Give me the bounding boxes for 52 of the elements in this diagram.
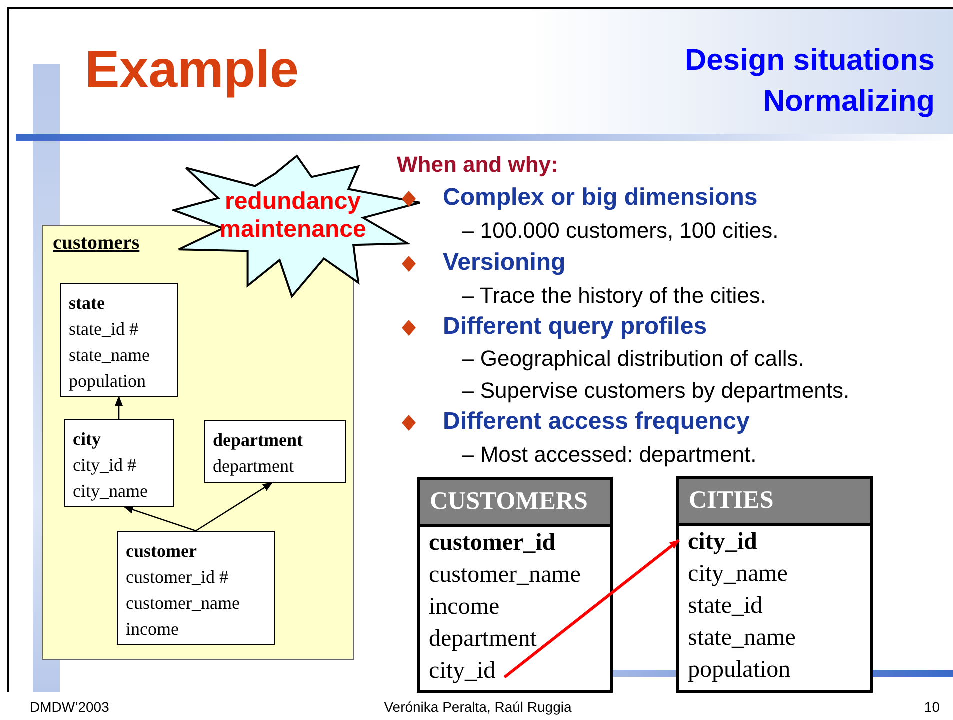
section-heading: When and why:: [397, 152, 558, 178]
column-name: city_id: [420, 655, 505, 687]
attribute-text: customer_id #: [126, 566, 230, 589]
table-header: CITIES: [679, 479, 870, 526]
bullet-heading: Complex or big dimensions: [443, 184, 758, 212]
arrow: [504, 539, 680, 679]
column-name: population: [687, 656, 792, 685]
entity-box: [204, 420, 346, 483]
entity-name: department: [213, 429, 304, 452]
slide-subtitle: Design situations Normalizing: [684, 43, 935, 120]
bullet-heading: Different access frequency: [443, 408, 750, 436]
group-title: customers: [53, 232, 140, 255]
bullet-text: – Geographical distribution of calls.: [462, 346, 804, 372]
attribute-text: city_id #: [73, 454, 138, 477]
table-box: [417, 477, 613, 693]
entity-name: customer: [126, 540, 198, 563]
column-name: city_name: [687, 560, 789, 589]
footer-text: DMDW’2003: [30, 699, 110, 715]
arrow: [196, 482, 273, 532]
page-number: 10: [924, 699, 940, 715]
arrow: [115, 396, 123, 419]
attribute-text: state_name: [69, 344, 151, 367]
footer-author: Verónika Peralta, Raúl Ruggia: [384, 699, 572, 715]
attribute-text: department: [213, 455, 295, 478]
table-box: [676, 476, 873, 693]
attribute-text: state_id #: [69, 318, 140, 341]
entity-name: city: [73, 428, 102, 451]
slide-title: Example: [85, 40, 299, 100]
bullet-text: – 100.000 customers, 100 cities.: [462, 218, 779, 244]
entity-box: [64, 419, 174, 507]
bullet-text: – Most accessed: department.: [462, 442, 757, 468]
attribute-text: city_name: [73, 480, 149, 503]
attribute-text: population: [69, 370, 147, 393]
callout-text: redundancy maintenance: [218, 188, 368, 244]
arrow: [124, 506, 196, 532]
bullet-text: – Supervise customers by departments.: [462, 378, 850, 404]
attribute-text: customer_name: [126, 592, 241, 615]
column-name: customer_name: [428, 561, 582, 590]
column-name: customer_id: [428, 529, 557, 558]
entity-name: state: [69, 292, 106, 315]
column-name: income: [428, 593, 501, 622]
column-name: state_name: [687, 624, 797, 653]
column-name: department: [428, 625, 538, 654]
bullet-text: – Trace the history of the cities.: [462, 283, 766, 309]
attribute-text: income: [126, 618, 180, 641]
entity-box: [60, 283, 178, 397]
bullet-heading: Versioning: [443, 249, 566, 277]
column-name: city_id: [679, 526, 766, 558]
column-name: state_id: [687, 592, 764, 621]
entity-box: [117, 531, 275, 645]
bullet-heading: Different query profiles: [443, 313, 708, 341]
table-header: CUSTOMERS: [420, 480, 610, 527]
